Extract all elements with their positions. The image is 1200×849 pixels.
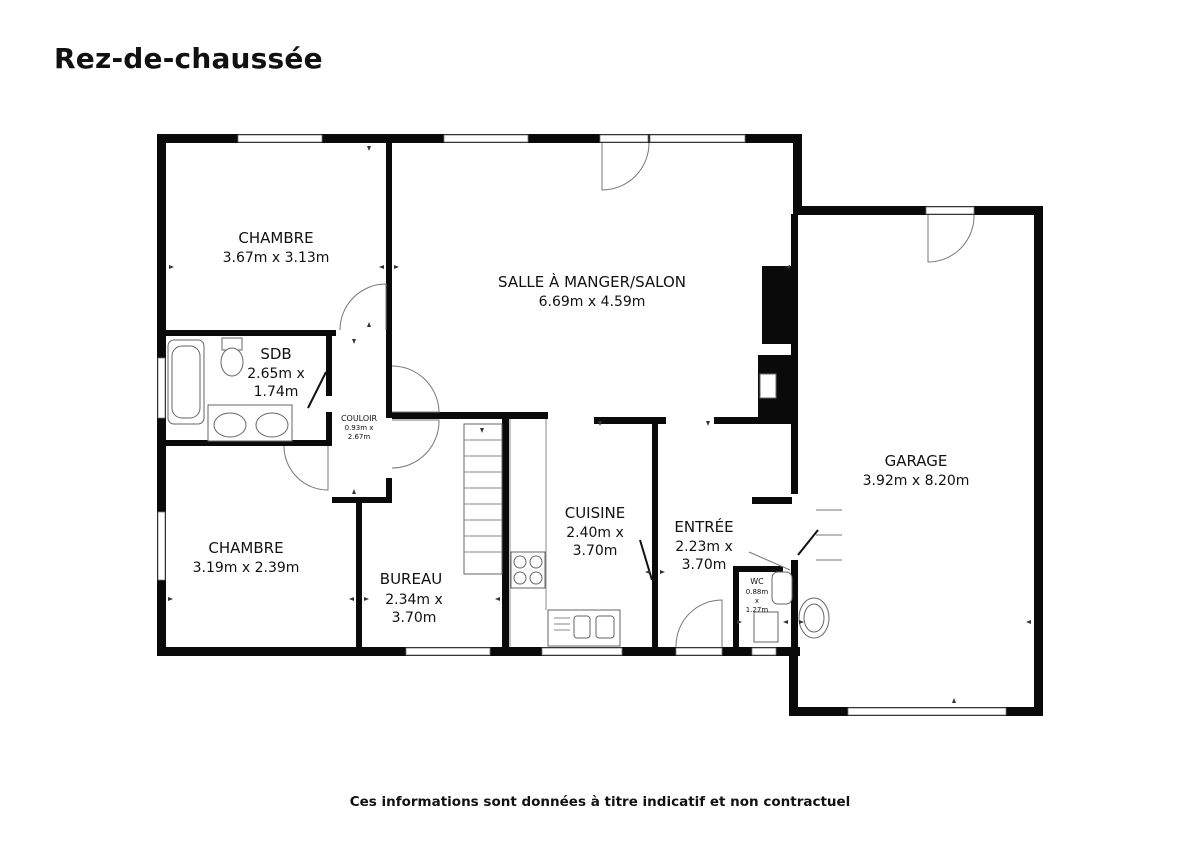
- room-name-wc: WC: [750, 577, 764, 586]
- room-dim-couloir-1: 0.93m x: [345, 424, 374, 432]
- room-name-chambre-1: CHAMBRE: [238, 229, 313, 247]
- interior-walls: [166, 143, 798, 656]
- room-name-couloir: COULOIR: [341, 414, 378, 423]
- room-dim-salon: 6.69m x 4.59m: [539, 294, 646, 310]
- room-name-sdb: SDB: [260, 345, 291, 363]
- disclaimer-footer: Ces informations sont données à titre in…: [349, 794, 851, 810]
- room-dim-cuisine-1: 2.40m x: [566, 525, 624, 541]
- room-dim-wc-2: x: [755, 597, 759, 605]
- room-dim-wc-1: 0.88m: [746, 588, 769, 596]
- page-title: Rez-de-chaussée: [54, 42, 323, 75]
- room-dim-chambre-1: 3.67m x 3.13m: [223, 250, 330, 266]
- room-name-chambre-2: CHAMBRE: [208, 539, 283, 557]
- room-dim-couloir-2: 2.67m: [348, 433, 371, 441]
- staircase: [463, 419, 547, 647]
- room-dim-entree-2: 3.70m: [682, 557, 727, 573]
- room-dim-chambre-2: 3.19m x 2.39m: [193, 560, 300, 576]
- room-dim-sdb-1: 2.65m x: [247, 366, 305, 382]
- room-dim-sdb-2: 1.74m: [254, 384, 299, 400]
- room-dim-wc-3: 1.27m: [746, 606, 769, 614]
- fixtures: [167, 337, 830, 647]
- room-dim-entree-1: 2.23m x: [675, 539, 733, 555]
- room-name-bureau: BUREAU: [380, 570, 442, 588]
- dimension-markers: [168, 146, 1031, 703]
- doors: [283, 142, 975, 648]
- room-name-garage: GARAGE: [885, 452, 948, 470]
- room-dim-bureau-1: 2.34m x: [385, 592, 443, 608]
- room-dim-bureau-2: 3.70m: [392, 610, 437, 626]
- room-name-entree: ENTRÉE: [674, 517, 733, 536]
- windows: [157, 134, 1007, 716]
- room-name-salon: SALLE À MANGER/SALON: [498, 272, 686, 291]
- room-dim-garage: 3.92m x 8.20m: [863, 473, 970, 489]
- room-dim-cuisine-2: 3.70m: [573, 543, 618, 559]
- room-name-cuisine: CUISINE: [565, 504, 626, 522]
